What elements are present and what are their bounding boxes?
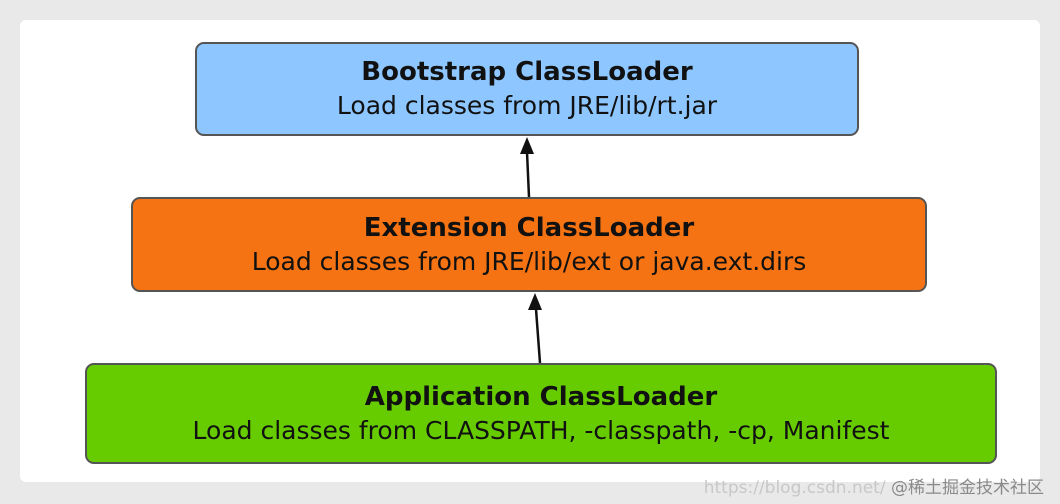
node-title: Extension ClassLoader: [363, 212, 695, 243]
node-description: Load classes from JRE/lib/ext or java.ex…: [251, 246, 807, 276]
watermark-url: https://blog.csdn.net/: [703, 478, 886, 498]
diagram-canvas: Bootstrap ClassLoader Load classes from …: [20, 20, 1040, 482]
node-description: Load classes from CLASSPATH, -classpath,…: [192, 415, 890, 445]
node-title: Application ClassLoader: [364, 381, 718, 412]
arrow-extension-to-bootstrap: [520, 137, 534, 198]
node-bootstrap-classloader: Bootstrap ClassLoader Load classes from …: [195, 42, 859, 136]
node-description: Load classes from JRE/lib/rt.jar: [336, 91, 718, 120]
watermark: https://blog.csdn.net/ @稀土掘金技术社区: [704, 473, 1044, 498]
node-application-classloader: Application ClassLoader Load classes fro…: [85, 363, 997, 464]
node-title: Bootstrap ClassLoader: [361, 57, 693, 87]
arrows-layer: [520, 137, 542, 364]
arrow-application-to-extension: [528, 293, 542, 364]
node-extension-classloader: Extension ClassLoader Load classes from …: [131, 197, 927, 292]
watermark-brand: @稀土掘金技术社区: [891, 478, 1044, 498]
